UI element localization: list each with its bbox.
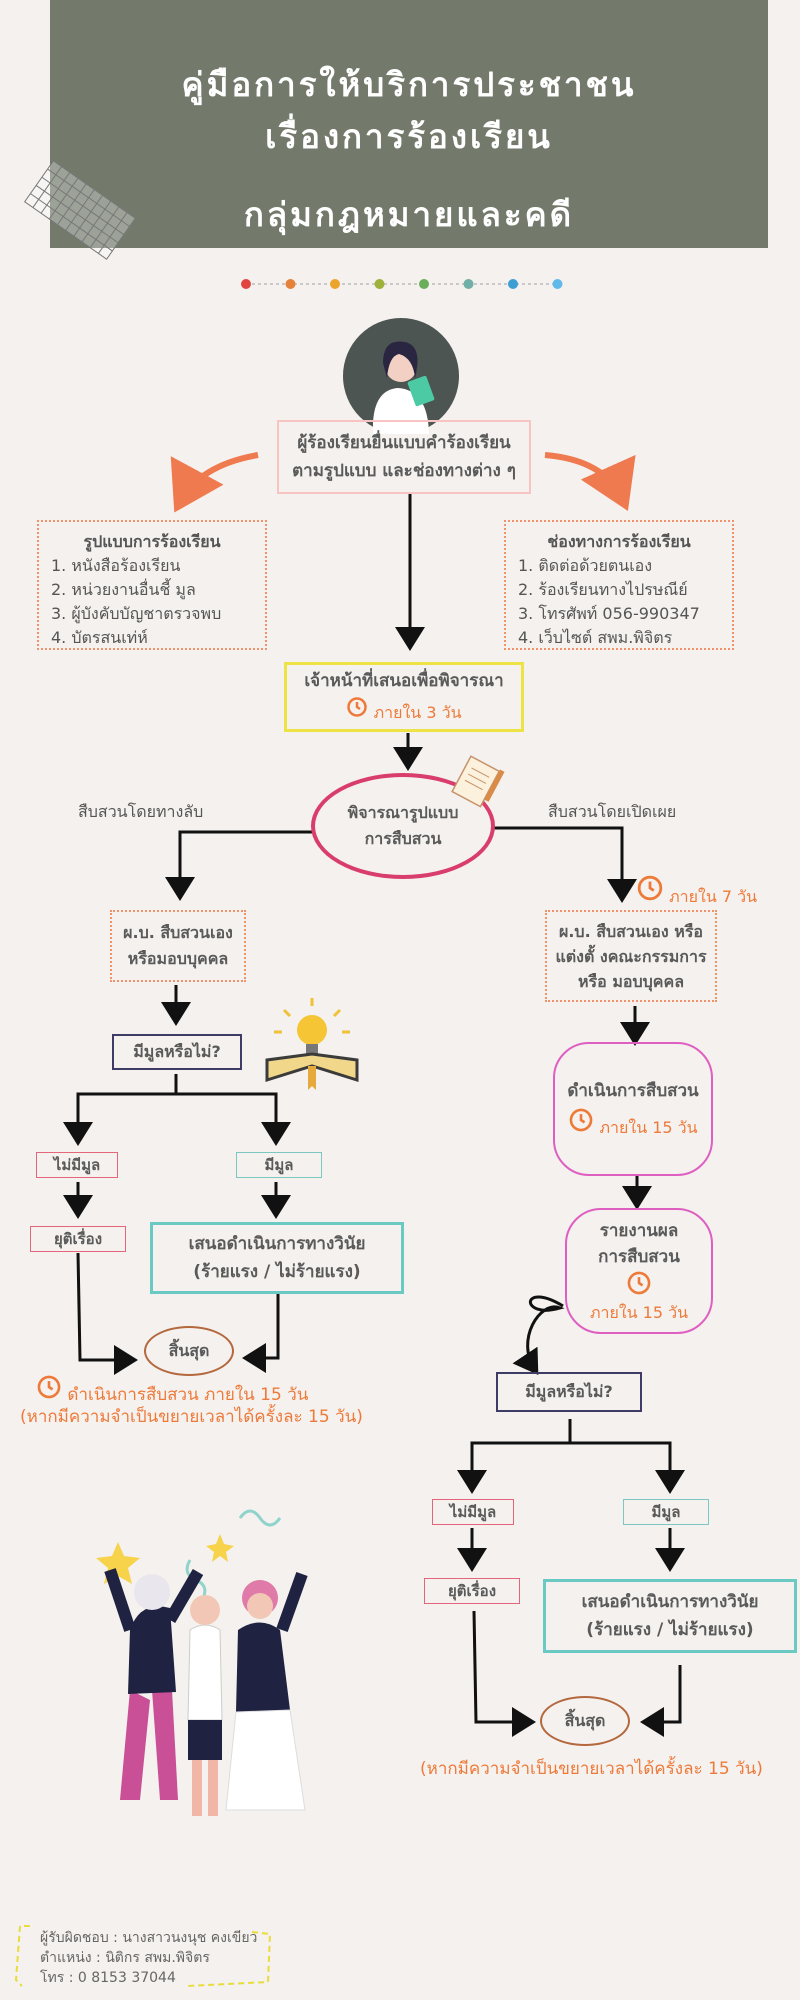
officer-box: เจ้าหน้าที่เสนอเพื่อพิจารณา ภายใน 3 วัน: [284, 662, 524, 732]
officer-time: ภายใน 3 วัน: [373, 703, 462, 722]
start-line1: ผู้ร้องเรียนยื่นแบบคำร้องเรียน: [297, 433, 511, 453]
footer-line1: ผู้รับผิดชอบ : นางสาวนงนุช คงเขียว: [40, 1930, 258, 1946]
left-has-merit: มีมูล: [236, 1152, 322, 1178]
left-no-merit: ไม่มีมูล: [36, 1152, 118, 1178]
celebrating-people-illustration-icon: [96, 1509, 308, 1816]
color-dot: [552, 279, 563, 289]
list-item: 4. บัตรสนเท่ห์: [51, 628, 148, 647]
left-note2: (หากมีความจำเป็นขยายเวลาได้ครั้งละ 15 วั…: [20, 1407, 363, 1427]
right-has-merit: มีมูล: [623, 1499, 709, 1525]
clock-icon: [36, 1374, 62, 1405]
right-investigator-box: ผ.บ. สืบสวนเอง หรือ แต่งตั้ งคณะกรรมการ …: [545, 910, 717, 1002]
right-report-line1: รายงานผล: [599, 1221, 679, 1241]
left-merit-question: มีมูลหรือไม่?: [112, 1034, 242, 1070]
clock-icon: [636, 874, 664, 906]
list-item: 3. ผู้บังคับบัญชาตรวจพบ: [51, 604, 222, 623]
color-dots-divider: [241, 279, 563, 289]
left-note1-row: ดำเนินการสืบสวน ภายใน 15 วัน: [36, 1374, 308, 1408]
color-dot: [508, 279, 518, 289]
consider-line2: การสืบสวน: [364, 829, 442, 848]
list-item: 2. ร้องเรียนทางไปรษณีย์: [518, 580, 688, 599]
footer-line2: ตำแหน่ง : นิติกร สพม.พิจิตร: [40, 1950, 210, 1966]
consider-ellipse: พิจารณารูปแบบ การสืบสวน: [311, 773, 495, 879]
right-branch-label: สืบสวนโดยเปิดเผย: [548, 802, 677, 821]
woman-with-tablet-avatar-icon: [343, 318, 459, 434]
footer-line3: โทร : 0 8153 37044: [40, 1970, 176, 1986]
right-discipline-line1: เสนอดำเนินการทางวินัย: [581, 1592, 759, 1612]
subtitle: กลุ่มกฎหมายและคดี: [243, 195, 575, 234]
footer-bracket-decoration: [14, 1925, 272, 1987]
right-report-box: รายงานผล การสืบสวน ภายใน 15 วัน: [565, 1208, 713, 1334]
grid-decoration-icon: [24, 160, 136, 260]
title-line2: เรื่องการร้องเรียน: [265, 117, 553, 156]
color-dot: [330, 279, 340, 289]
right-merit-question: มีมูลหรือไม่?: [496, 1372, 642, 1412]
right-end: สิ้นสุด: [540, 1696, 630, 1746]
formats-list: รูปแบบการร้องเรียน 1. หนังสือร้องเรียน 2…: [37, 520, 267, 650]
color-dot: [241, 279, 251, 289]
right-stop: ยุติเรื่อง: [424, 1578, 520, 1604]
left-end: สิ้นสุด: [144, 1326, 234, 1376]
channels-list: ช่องทางการร้องเรียน 1. ติดต่อด้วยตนเอง 2…: [504, 520, 734, 650]
right-report-line2: การสืบสวน: [598, 1247, 680, 1267]
list-item: 3. โทรศัพท์ 056-990347: [518, 604, 700, 623]
list-item: 2. หน่วยงานอื่นชี้ มูล: [51, 580, 196, 599]
left-discipline-box: เสนอดำเนินการทางวินัย (ร้ายแรง / ไม่ร้าย…: [150, 1222, 404, 1294]
start-box: ผู้ร้องเรียนยื่นแบบคำร้องเรียน ตามรูปแบบ…: [277, 420, 531, 494]
left-discipline-line2: (ร้ายแรง / ไม่ร้ายแรง): [193, 1262, 361, 1282]
channels-title: ช่องทางการร้องเรียน: [547, 532, 691, 551]
officer-label: เจ้าหน้าที่เสนอเพื่อพิจารณา: [304, 671, 504, 691]
right-discipline-line2: (ร้ายแรง / ไม่ร้ายแรง): [586, 1620, 754, 1640]
left-discipline-line1: เสนอดำเนินการทางวินัย: [188, 1234, 366, 1254]
left-branch-label: สืบสวนโดยทางลับ: [78, 802, 204, 821]
left-investigator-line2: หรือมอบบุคคล: [127, 949, 229, 968]
right-time7: ภายใน 7 วัน: [669, 887, 758, 906]
right-time7-row: ภายใน 7 วัน: [636, 874, 757, 910]
notebook-pencil-icon: [451, 755, 505, 808]
lightbulb-book-icon: [265, 998, 359, 1090]
title-line1: คู่มือการให้บริการประชาชน: [181, 65, 637, 104]
color-dot: [463, 279, 474, 289]
clock-icon: [346, 696, 368, 728]
clock-icon: [590, 1270, 688, 1302]
clock-icon: [568, 1107, 594, 1144]
right-discipline-box: เสนอดำเนินการทางวินัย (ร้ายแรง / ไม่ร้าย…: [543, 1579, 797, 1653]
right-investigator-line3: หรือ มอบบุคคล: [578, 971, 684, 991]
right-conduct: ดำเนินการสืบสวน: [567, 1080, 699, 1101]
color-dot: [285, 279, 296, 289]
right-investigator-line2: แต่งตั้ งคณะกรรมการ: [555, 946, 707, 966]
right-note: (หากมีความจำเป็นขยายเวลาได้ครั้งละ 15 วั…: [420, 1759, 763, 1779]
start-line2: ตามรูปแบบ และช่องทางต่าง ๆ: [292, 461, 516, 481]
list-item: 1. ติดต่อด้วยตนเอง: [518, 556, 653, 575]
right-conduct-time: ภายใน 15 วัน: [599, 1117, 698, 1137]
list-item: 1. หนังสือร้องเรียน: [51, 556, 181, 575]
right-conduct-box: ดำเนินการสืบสวน ภายใน 15 วัน: [553, 1042, 713, 1176]
left-note1: ดำเนินการสืบสวน ภายใน 15 วัน: [67, 1385, 309, 1405]
color-dot: [419, 279, 429, 289]
header-banner: [50, 0, 768, 248]
right-no-merit: ไม่มีมูล: [432, 1499, 514, 1525]
left-investigator-line1: ผ.บ. สืบสวนเอง: [123, 923, 233, 942]
right-report-time: ภายใน 15 วัน: [589, 1303, 689, 1322]
left-investigator-box: ผ.บ. สืบสวนเอง หรือมอบบุคคล: [110, 910, 246, 982]
formats-title: รูปแบบการร้องเรียน: [83, 532, 221, 551]
right-investigator-line1: ผ.บ. สืบสวนเอง หรือ: [558, 921, 704, 941]
footer-contact: ผู้รับผิดชอบ : นางสาวนงนุช คงเขียว ตำแหน…: [40, 1928, 257, 1988]
list-item: 4. เว็บไซต์ สพม.พิจิตร: [518, 628, 673, 647]
color-dot: [374, 279, 385, 289]
consider-line1: พิจารณารูปแบบ: [347, 803, 459, 822]
left-stop: ยุติเรื่อง: [30, 1226, 126, 1252]
